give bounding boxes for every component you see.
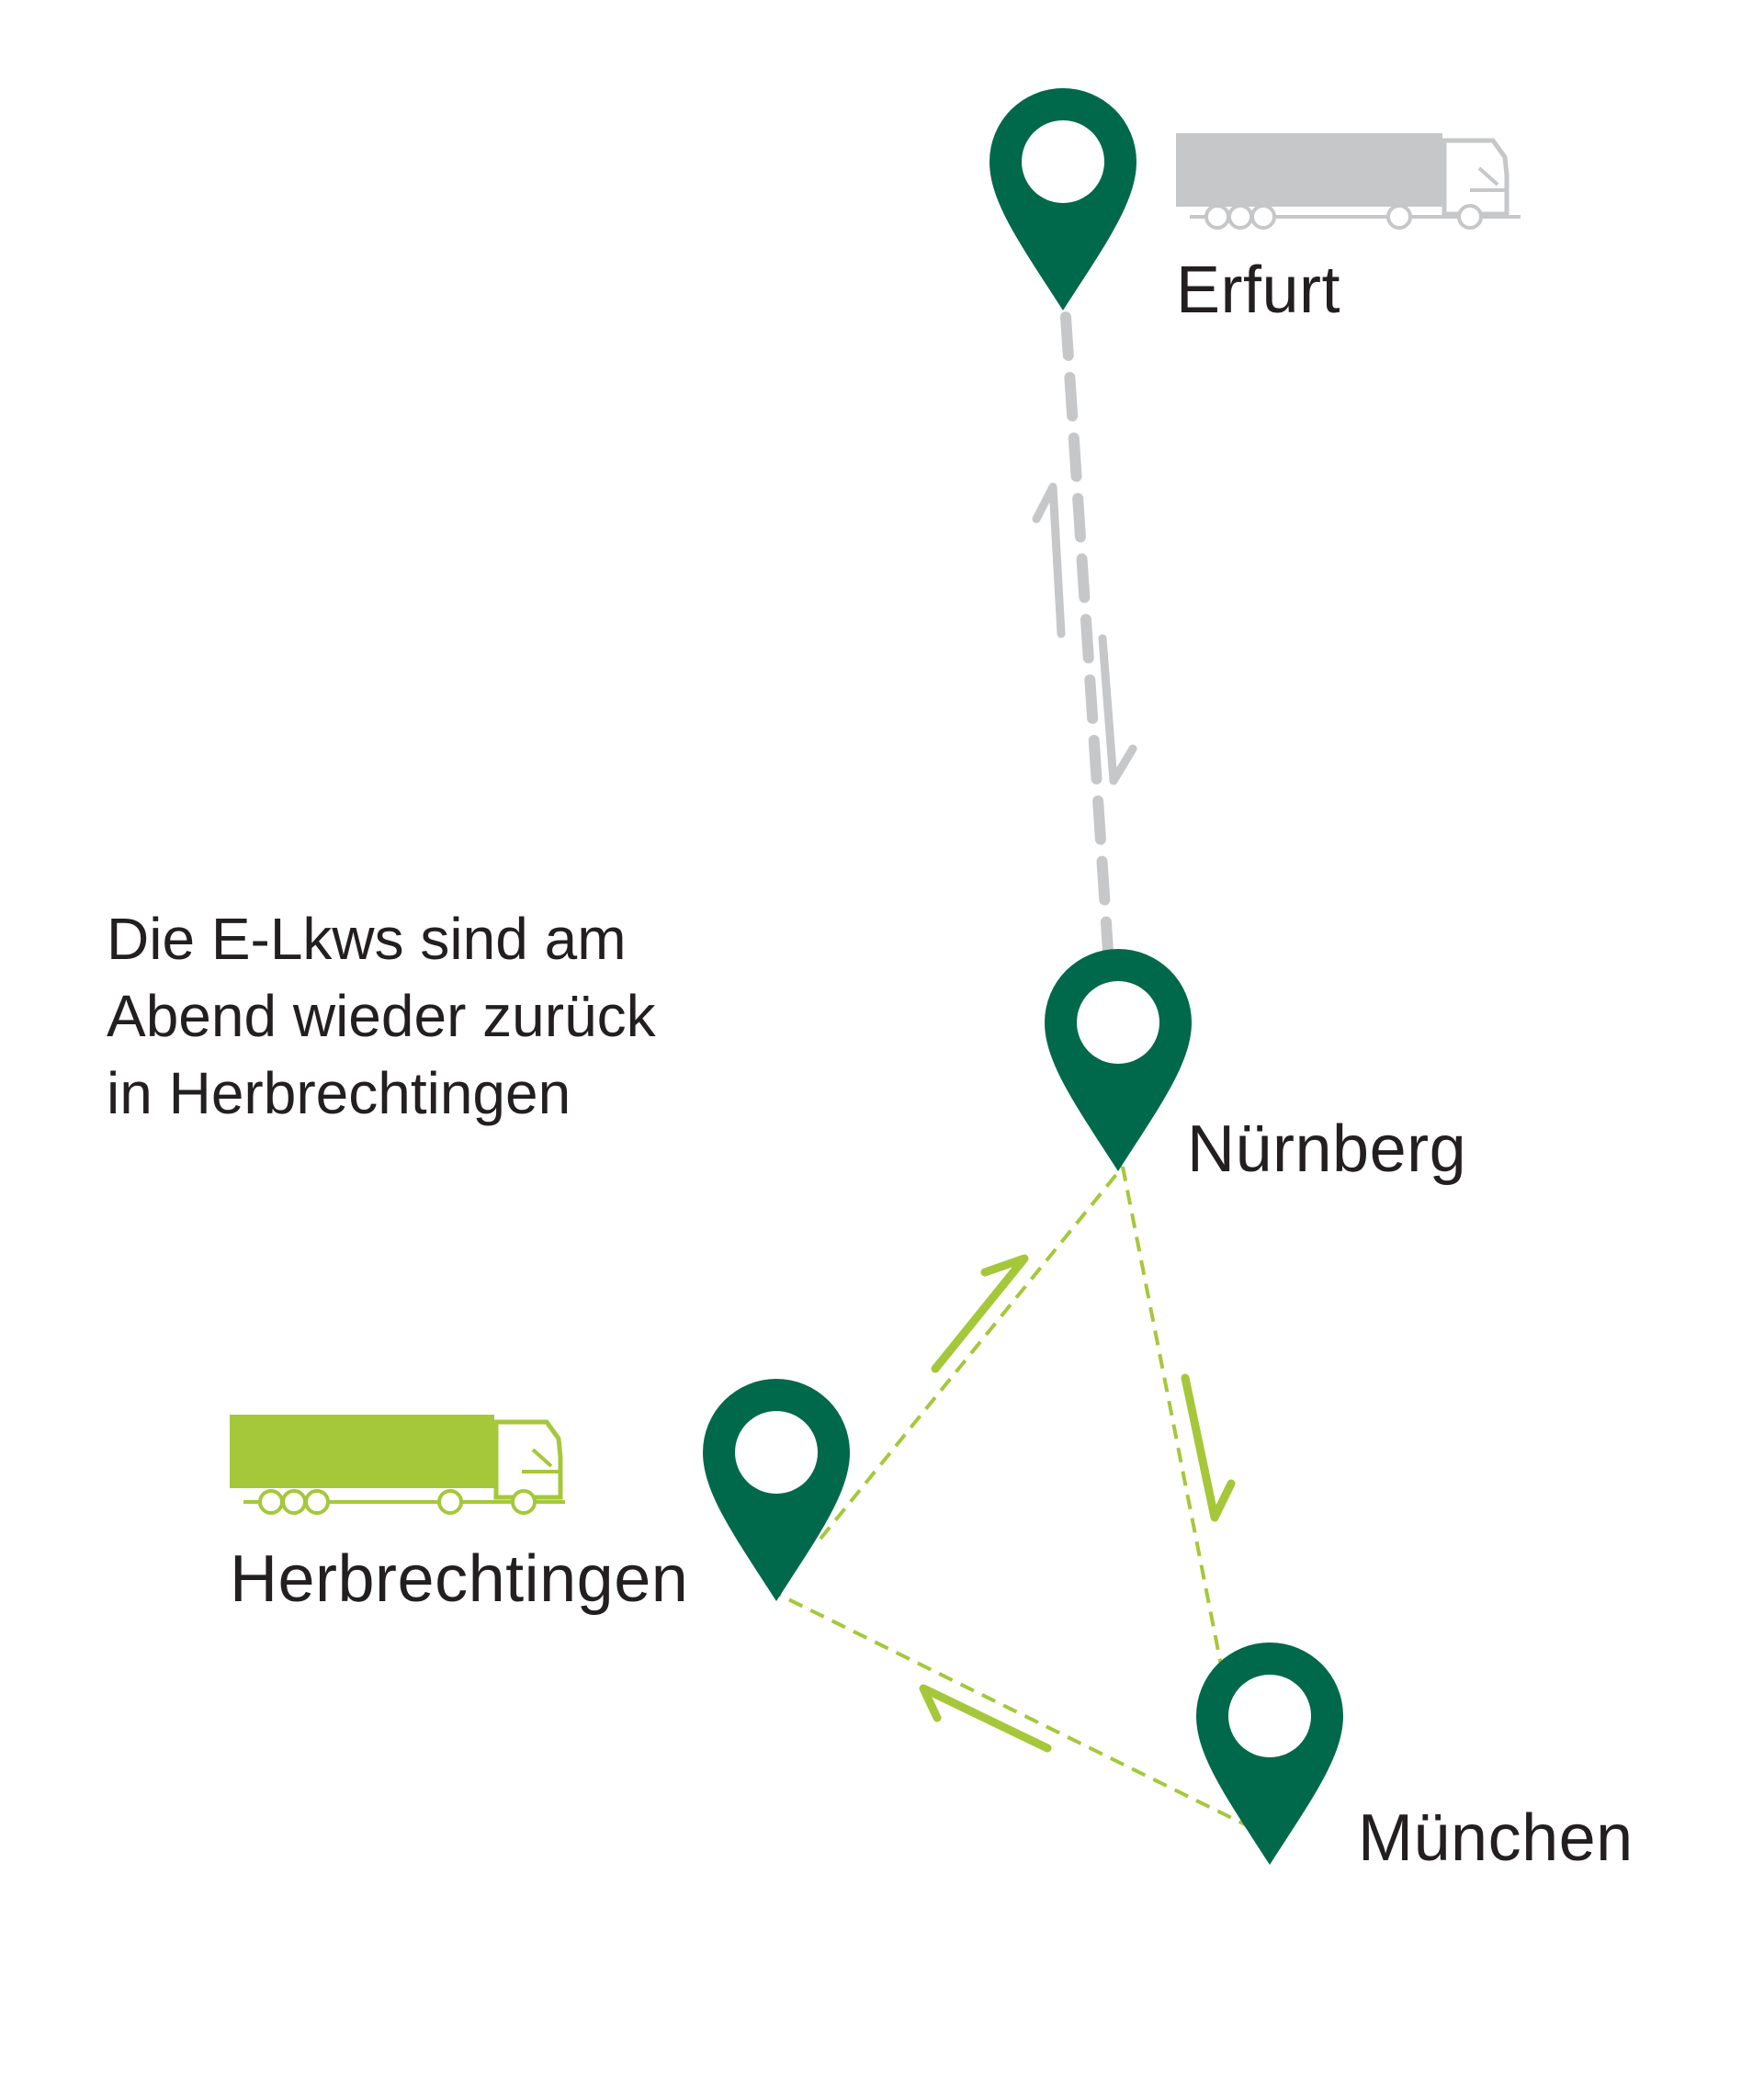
city-label-muenchen: München [1358,1801,1634,1875]
route-herbrechtingen-nuernberg [819,1165,1125,1541]
caption-line: in Herbrechtingen [107,1060,571,1126]
direction-arrow-icon [919,1684,1052,1753]
city-label-nuernberg: Nürnberg [1187,1112,1467,1186]
caption-text: Die E-Lkws sind am Abend wieder zurück i… [107,900,768,1132]
caption-line: Die E-Lkws sind am [107,906,627,972]
caption-line: Abend wieder zurück [107,983,656,1049]
pin-erfurt-icon [989,88,1136,310]
pin-herbrechtingen-icon [703,1379,850,1601]
route-erfurt-nuernberg [1060,311,1122,1080]
city-label-erfurt: Erfurt [1176,254,1341,327]
city-label-herbrechtingen: Herbrechtingen [230,1542,689,1616]
truck-icon [230,1415,565,1515]
direction-arrow-icon [1181,1373,1236,1522]
route-muenchen-herbrechtingen [776,1592,1253,1830]
pin-nuernberg-icon [1045,949,1192,1171]
direction-arrow-icon [931,1254,1029,1373]
direction-arrow-icon [1098,634,1137,785]
direction-arrow-icon [1032,482,1066,638]
truck-icon [1176,133,1521,230]
pin-muenchen-icon [1196,1642,1343,1865]
